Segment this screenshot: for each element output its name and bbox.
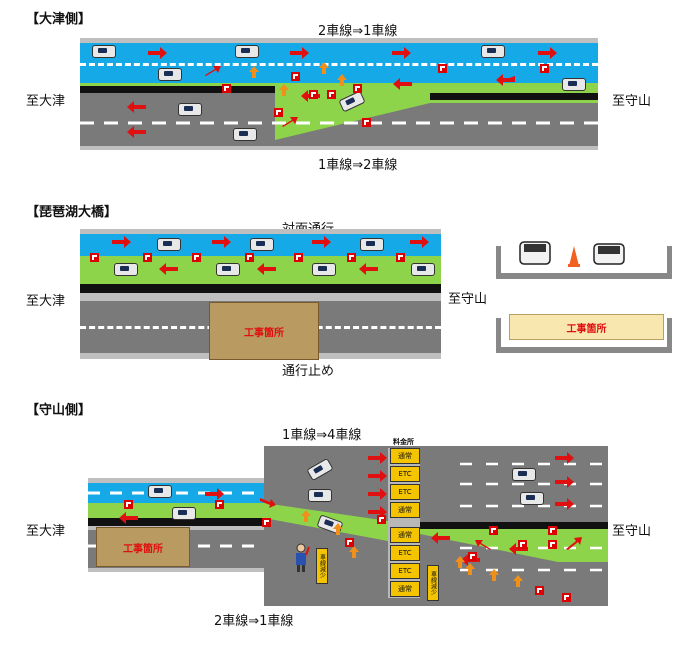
car (481, 45, 505, 58)
cone (222, 84, 231, 93)
cone (362, 118, 371, 127)
car (512, 468, 536, 481)
cone (345, 538, 354, 547)
cone (215, 500, 224, 509)
car (114, 263, 138, 276)
moriyama-right-label: 至守山 (612, 524, 652, 539)
otsu-road (80, 38, 598, 150)
car (562, 78, 586, 91)
toll-booth: 通常 (390, 502, 420, 518)
car (308, 489, 332, 502)
car (520, 492, 544, 505)
cone (294, 253, 303, 262)
bridge-bottom-label: 通行止め (282, 364, 335, 379)
otsu-top-label: 2車線⇒1車線 (318, 24, 398, 39)
cone (192, 253, 201, 262)
cone (489, 526, 498, 535)
otsu-right-label: 至守山 (612, 94, 652, 109)
bridge-cross-section (496, 241, 672, 353)
toll-booth: 通常 (390, 581, 420, 597)
cone (468, 552, 477, 561)
cone (438, 64, 447, 73)
flagman-icon (296, 543, 310, 572)
toll-booth: ETC (390, 545, 420, 561)
cone (143, 253, 152, 262)
section-title-otsu: 【大津側】 (26, 12, 92, 27)
cone (245, 253, 254, 262)
toll-booth: ETC (390, 484, 420, 500)
moriyama-top-label: 1車線⇒4車線 (282, 428, 362, 443)
cone (353, 84, 362, 93)
cone (309, 90, 318, 99)
cone (327, 90, 336, 99)
cone (124, 500, 133, 509)
cone (291, 72, 300, 81)
cone (540, 64, 549, 73)
car (92, 45, 116, 58)
otsu-bottom-label: 1車線⇒2車線 (318, 158, 398, 173)
section-title-bridge: 【琵琶湖大橋】 (26, 205, 118, 220)
car (157, 238, 181, 251)
cone (377, 515, 386, 524)
car (172, 507, 196, 520)
moriyama-bottom-label: 2車線⇒1車線 (214, 614, 294, 629)
car (178, 103, 202, 116)
cross-section-works: 工事箇所 (509, 314, 664, 340)
car (360, 238, 384, 251)
toll-booth: ETC (390, 563, 420, 579)
otsu-merge-zone (80, 83, 598, 150)
car (235, 45, 259, 58)
lane-reduction-sign: 車線減少 (316, 548, 328, 584)
car (411, 263, 435, 276)
car (148, 485, 172, 498)
cone (562, 593, 571, 602)
cone (396, 253, 405, 262)
cone (518, 540, 527, 549)
car (216, 263, 240, 276)
cone (262, 518, 271, 527)
cone (274, 108, 283, 117)
cone (548, 540, 557, 549)
toll-booth: ETC (390, 466, 420, 482)
car (250, 238, 274, 251)
cone (548, 526, 557, 535)
toll-booth: 通常 (390, 527, 420, 543)
toll-booth: 通常 (390, 448, 420, 464)
cone (347, 253, 356, 262)
moriyama-works-area: 工事箇所 (96, 527, 190, 567)
bridge-right-label: 至守山 (448, 292, 488, 307)
cone (90, 253, 99, 262)
moriyama-left-label: 至大津 (26, 524, 66, 539)
cone (535, 586, 544, 595)
section-title-moriyama: 【守山側】 (26, 403, 92, 418)
otsu-left-label: 至大津 (26, 94, 66, 109)
tollgate-label: 料金所 (393, 438, 414, 446)
car (312, 263, 336, 276)
bridge-left-label: 至大津 (26, 294, 66, 309)
bridge-works-area: 工事箇所 (209, 302, 319, 360)
car (158, 68, 182, 81)
car (233, 128, 257, 141)
lane-reduction-sign: 車線減少 (427, 565, 439, 601)
